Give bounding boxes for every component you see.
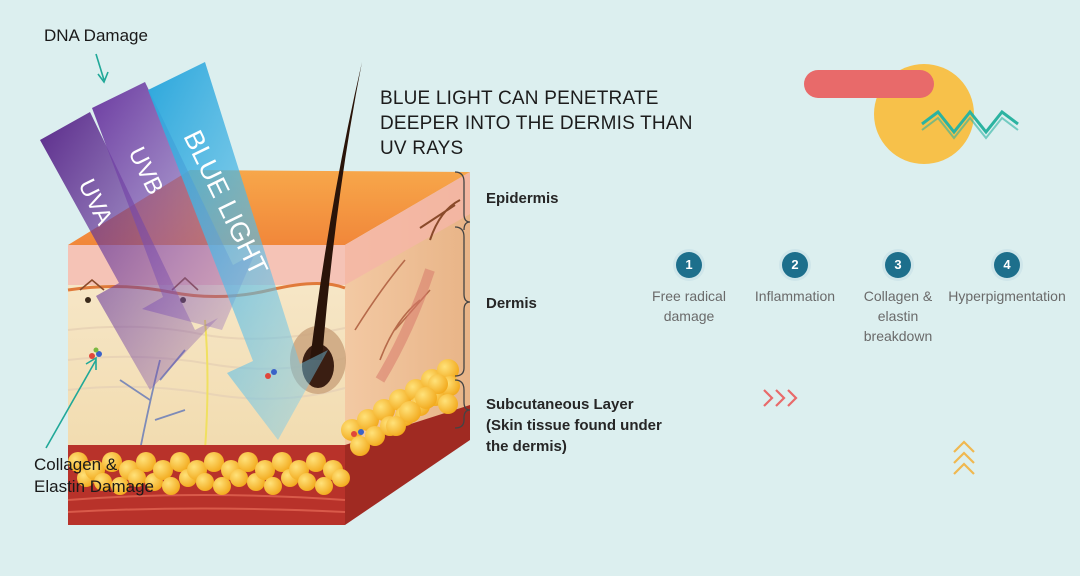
fat-cell [386,416,406,436]
fat-cell [357,409,379,431]
fat-cell [373,399,395,421]
fat-cell [136,452,156,472]
step-hyperpigmentation: 4 Hyperpigmentation [932,252,1080,306]
collagen-damage-line1: Collagen & [34,455,118,474]
fat-cell [298,473,316,491]
layer-label-epidermis: Epidermis [486,190,559,207]
fat-cell [162,477,180,495]
subcutaneous-line2: (Skin tissue found under [486,417,662,434]
step-number-badge: 2 [782,252,808,278]
step-label-line1: Inflammation [754,288,836,304]
fat-cell [306,452,326,472]
step-label-line3: breakdown [863,328,933,344]
step-collagen-breakdown: 3 Collagen & elastin breakdown [823,252,973,346]
step-label-line2: damage [663,308,715,324]
subcutaneous-line1: Subcutaneous Layer [486,396,634,413]
headline-line3: UV RAYS [380,138,464,159]
fat-cell [365,426,385,446]
collagen-damage-label: Collagen & Elastin Damage [34,454,154,498]
fat-cell [170,452,190,472]
fat-cell [255,460,275,480]
fat-cell [332,469,350,487]
fat-cell [350,436,370,456]
decor-teal-zigzag [921,109,1019,140]
fat-cell [230,469,248,487]
fat-cell [204,452,224,472]
decor-coral-chevrons [763,389,798,407]
collagen-damage-arrow [45,356,97,449]
fat-cell [264,477,282,495]
fat-cell [272,452,292,472]
step-inflammation: 2 Inflammation [720,252,870,306]
fat-cell [341,419,363,441]
fat-cell [428,374,448,394]
fat-cell [438,394,458,414]
step-number-badge: 3 [885,252,911,278]
step-label-line1: Hyperpigmentation [948,288,1066,304]
step-label-line1: Free radical [652,288,726,304]
fat-cell [196,473,214,491]
decor-coral-pill [804,70,934,98]
fat-cell [111,477,129,495]
fat-cell [415,387,437,409]
layer-label-subcutaneous: Subcutaneous Layer (Skin tissue found un… [486,394,686,457]
dna-damage-label: DNA Damage [44,26,148,45]
step-label-line1: Collagen & [863,288,933,304]
step-free-radical: 1 Free radical damage [614,252,764,326]
fat-cells [68,359,460,495]
layer-label-dermis: Dermis [486,295,537,312]
fat-cell [128,469,146,487]
step-number-badge: 1 [676,252,702,278]
ray-uva [40,112,218,390]
fat-cell [94,473,112,491]
fat-cell [68,452,88,472]
molecule-dots [89,347,364,437]
fat-cell [213,477,231,495]
ray-uvb [92,82,255,330]
fat-cell [399,401,421,423]
headline-line1: BLUE LIGHT CAN PENETRATE [380,88,659,109]
headline: BLUE LIGHT CAN PENETRATE DEEPER INTO THE… [380,86,710,161]
dna-damage-arrow [95,53,109,84]
fat-cell [238,452,258,472]
decor-yellow-chevrons [953,440,975,475]
collagen-damage-line2: Elastin Damage [34,477,155,496]
fat-cell [102,452,122,472]
fat-cell [315,477,333,495]
layer-brackets [454,171,471,429]
step-number-badge: 4 [994,252,1020,278]
fat-cell [153,460,173,480]
headline-line2: DEEPER INTO THE DERMIS THAN [380,113,693,134]
subcutaneous-line3: the dermis) [486,438,567,455]
step-label-line2: elastin [877,308,919,324]
ray-blue-light [148,62,328,440]
